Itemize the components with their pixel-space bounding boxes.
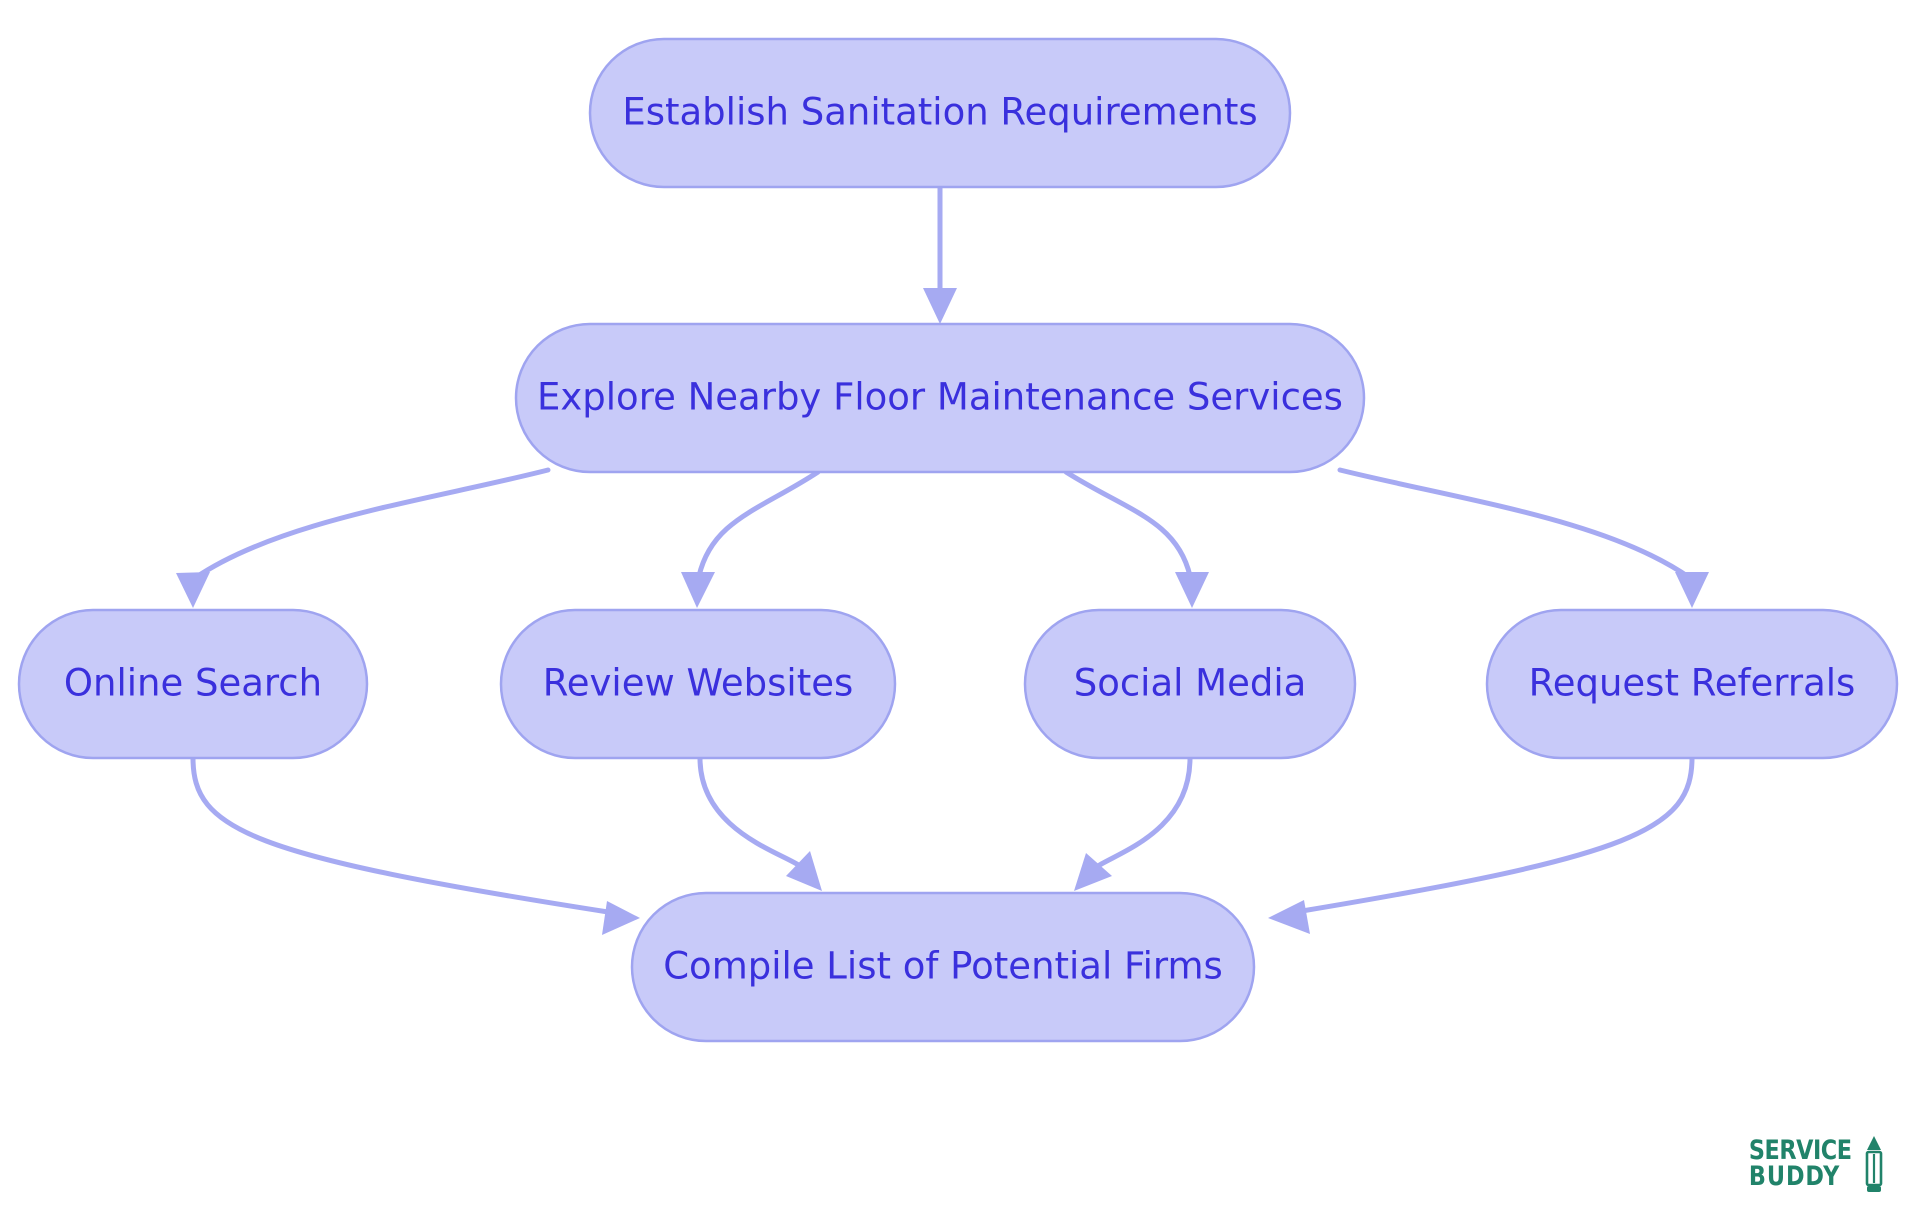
- edge-path: [1063, 469, 1193, 579]
- logo-line-1: SERVICE: [1749, 1135, 1852, 1167]
- edge-path: [1299, 755, 1695, 914]
- node-establish-sanitation-requirements[interactable]: Establish Sanitation Requirements: [588, 37, 1292, 189]
- edge-explore-to-social-media: [1063, 469, 1209, 608]
- node-shape[interactable]: [630, 891, 1256, 1043]
- servicebuddy-logo: SERVICE BUDDY: [1740, 1135, 1886, 1193]
- edge-arrowhead: [602, 901, 640, 935]
- node-shape[interactable]: [588, 37, 1292, 189]
- node-shape[interactable]: [1023, 608, 1357, 760]
- node-label: Online Search: [64, 662, 322, 705]
- node-review-websites[interactable]: Review Websites: [499, 608, 897, 760]
- edge-path: [696, 469, 821, 579]
- pencil-icon: [1865, 1136, 1883, 1192]
- edge-arrowhead: [1675, 572, 1709, 608]
- node-explore-nearby-floor-maintenance-services[interactable]: Explore Nearby Floor Maintenance Service…: [514, 322, 1366, 474]
- node-label: Review Websites: [543, 662, 854, 705]
- node-social-media[interactable]: Social Media: [1023, 608, 1357, 760]
- edge-path: [192, 467, 551, 581]
- edge-explore-to-online-search: [176, 467, 551, 608]
- edge-arrowhead: [176, 572, 210, 608]
- node-layer: Establish Sanitation Requirements Explor…: [17, 37, 1899, 1043]
- logo-wordmark: SERVICE BUDDY: [1749, 1135, 1852, 1192]
- edge-path: [1337, 467, 1693, 581]
- edge-explore-to-request-referrals: [1337, 467, 1709, 608]
- edge-arrowhead: [923, 288, 957, 324]
- node-label: Social Media: [1074, 662, 1307, 705]
- node-label: Compile List of Potential Firms: [663, 945, 1223, 988]
- node-shape[interactable]: [499, 608, 897, 760]
- edge-arrowhead: [786, 851, 822, 891]
- node-compile-list-of-potential-firms[interactable]: Compile List of Potential Firms: [630, 891, 1256, 1043]
- node-label: Establish Sanitation Requirements: [622, 91, 1257, 134]
- edge-arrowhead: [1175, 572, 1209, 608]
- node-label: Explore Nearby Floor Maintenance Service…: [537, 376, 1343, 419]
- edge-explore-to-review-websites: [681, 469, 821, 608]
- edge-online-search-to-compile: [190, 755, 640, 935]
- edge-layer: [176, 184, 1709, 935]
- logo-line-2: BUDDY: [1749, 1161, 1841, 1192]
- node-label: Request Referrals: [1529, 662, 1856, 705]
- node-request-referrals[interactable]: Request Referrals: [1485, 608, 1899, 760]
- node-online-search[interactable]: Online Search: [17, 608, 369, 760]
- edge-arrowhead: [681, 572, 715, 608]
- node-shape[interactable]: [17, 608, 369, 760]
- node-shape[interactable]: [1485, 608, 1899, 760]
- edge-social-media-to-compile: [1074, 755, 1193, 891]
- edge-path: [1095, 755, 1193, 869]
- edge-establish-to-explore: [923, 184, 957, 324]
- edge-path: [190, 755, 611, 915]
- edge-arrowhead: [1268, 900, 1310, 934]
- node-shape[interactable]: [514, 322, 1366, 474]
- edge-arrowhead: [1074, 853, 1112, 891]
- edge-request-referrals-to-compile: [1268, 755, 1695, 934]
- edge-review-websites-to-compile: [697, 755, 822, 891]
- edge-path: [697, 755, 803, 869]
